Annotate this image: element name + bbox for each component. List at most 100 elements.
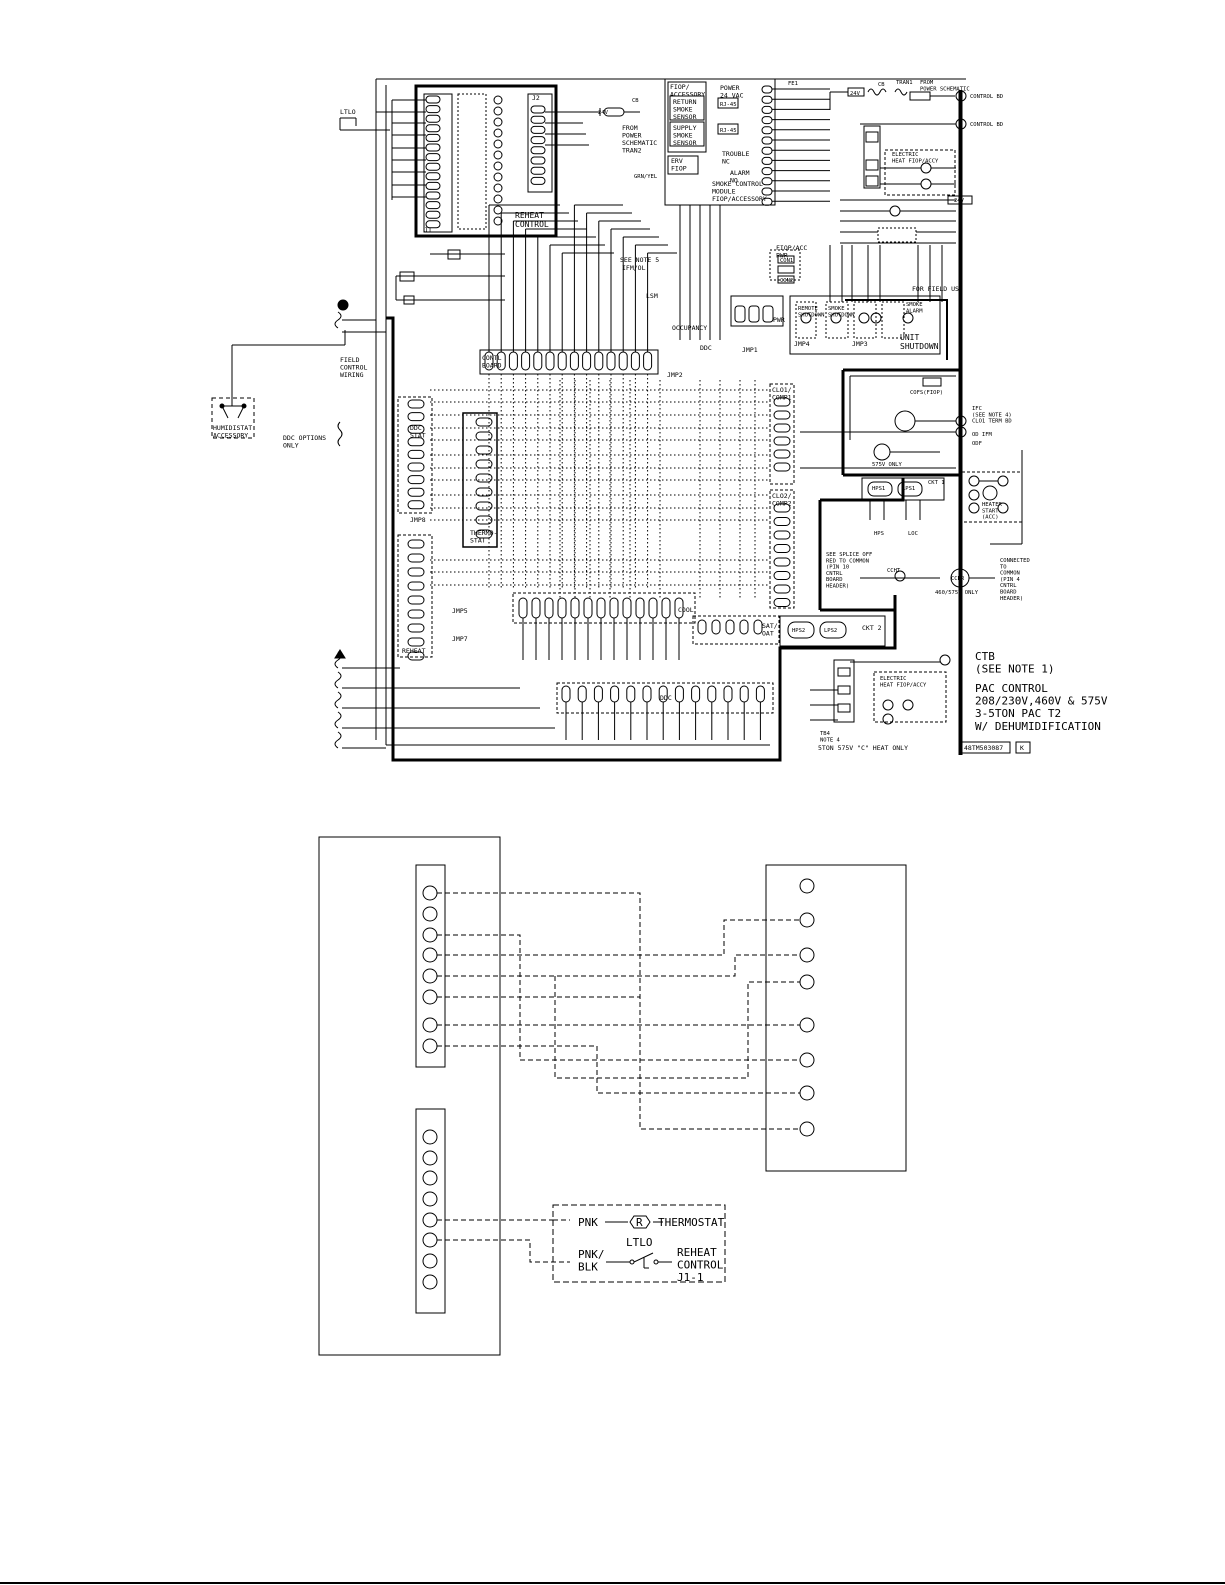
terminal-pin: [761, 85, 773, 94]
terminal-pin: [530, 115, 546, 124]
heater-start: [961, 450, 1023, 545]
cool-label: COOL: [678, 606, 694, 614]
terminal-pin: [530, 105, 546, 114]
terminal-pin: [425, 181, 441, 190]
terminal-pin: [661, 597, 671, 619]
unit-shutdown-block: [789, 295, 941, 355]
terminal-pin: [773, 436, 791, 446]
cool-pins: [518, 597, 684, 619]
terminal-pin: [773, 557, 791, 567]
dashed-wire: [437, 1045, 800, 1094]
terminal-circle: [422, 989, 438, 1005]
pwr-block: [730, 295, 784, 327]
terminal-pin: [425, 143, 441, 152]
jmp5-label: JMP5: [452, 607, 468, 615]
terminal-pin: [521, 351, 531, 371]
terminal-pin: [407, 581, 425, 591]
jmp2-label: JMP2: [667, 371, 683, 379]
for-field-use-label: FOR FIELD USE: [912, 285, 963, 293]
terminal-pin: [773, 423, 791, 433]
terminal-pin: [407, 399, 425, 409]
terminal-pin: [544, 597, 554, 619]
ccht-label: CCHT: [887, 568, 901, 574]
left-terminal-pins: [422, 885, 438, 1290]
terminal-pin: [773, 544, 791, 553]
odf-label: ODF: [972, 441, 982, 447]
terminal-pin: [773, 410, 791, 420]
terminal-pin: [761, 177, 773, 186]
relay-coil: [493, 106, 503, 116]
rj45-top-label: RJ-45: [720, 102, 737, 108]
terminal-pin: [773, 503, 791, 513]
terminal-pin: [761, 105, 773, 114]
terminal-pin: [407, 424, 425, 434]
terminal-pin: [425, 114, 441, 123]
terminal-pin: [475, 529, 493, 539]
ltlo-switch: [339, 117, 390, 131]
thermostat-label: THERMO-STAT: [470, 529, 497, 545]
v24-mid-label: 24V: [954, 198, 965, 204]
terminal-pin: [755, 685, 765, 703]
terminal-circle: [799, 1085, 815, 1101]
terminal-pin: [407, 462, 425, 472]
reheat-wiring-detail: [318, 836, 907, 1356]
terminal-pin: [761, 95, 773, 104]
ddc-label: DDC: [700, 344, 712, 352]
terminal-pin: [626, 685, 636, 703]
dashed-wire: [437, 934, 800, 1061]
jmp1-label: JMP1: [742, 346, 758, 354]
thermostat-lower-label: THERMOSTAT: [658, 1216, 725, 1229]
terminal-pin: [425, 201, 441, 210]
terminal-circle: [799, 974, 815, 990]
terminal-pin: [475, 515, 493, 525]
top-right-power: [829, 87, 973, 244]
loc-label: LOC: [908, 531, 918, 537]
terminal-pin: [725, 619, 735, 635]
terminal-pin: [475, 459, 493, 469]
terminal-pin: [674, 685, 684, 703]
terminal-circle: [799, 1052, 815, 1068]
terminal-pin: [773, 462, 791, 472]
relay-coil: [493, 183, 503, 193]
jmp4-label: JMP4: [794, 340, 810, 348]
pwr-label: PWR: [773, 316, 785, 324]
terminal-pin: [425, 220, 441, 229]
terminal-pin: [622, 597, 632, 619]
see-note5-label: SEE NOTE 5: [620, 256, 659, 264]
terminal-pin: [761, 126, 773, 135]
thermostat-pins: [475, 417, 493, 539]
v575-label: 575V ONLY: [872, 462, 902, 468]
terminal-pin: [530, 136, 546, 145]
terminal-pin: [739, 619, 749, 635]
fe1-label: FE1: [788, 81, 798, 87]
terminal-circle: [422, 927, 438, 943]
ltlo-switch-lower: [606, 1252, 672, 1269]
terminal-pin: [407, 623, 425, 633]
clo2-comp2: [769, 489, 795, 609]
lsm-label: LSM: [646, 292, 658, 300]
ckt1-label: CKT 1: [928, 480, 945, 486]
ifm-ol-label: IFM/OL: [622, 264, 646, 272]
terminal-pin: [475, 473, 493, 483]
clo2-pins: [773, 503, 791, 607]
terminal-pin: [425, 172, 441, 181]
terminal-circle: [799, 912, 815, 928]
doc-number-label: 48TM503087: [964, 744, 1003, 752]
terminal-pin: [425, 162, 441, 171]
pac-control-schematic: [211, 78, 1031, 762]
terminal-pin: [674, 597, 684, 619]
reheat-left-wires: [376, 95, 640, 226]
